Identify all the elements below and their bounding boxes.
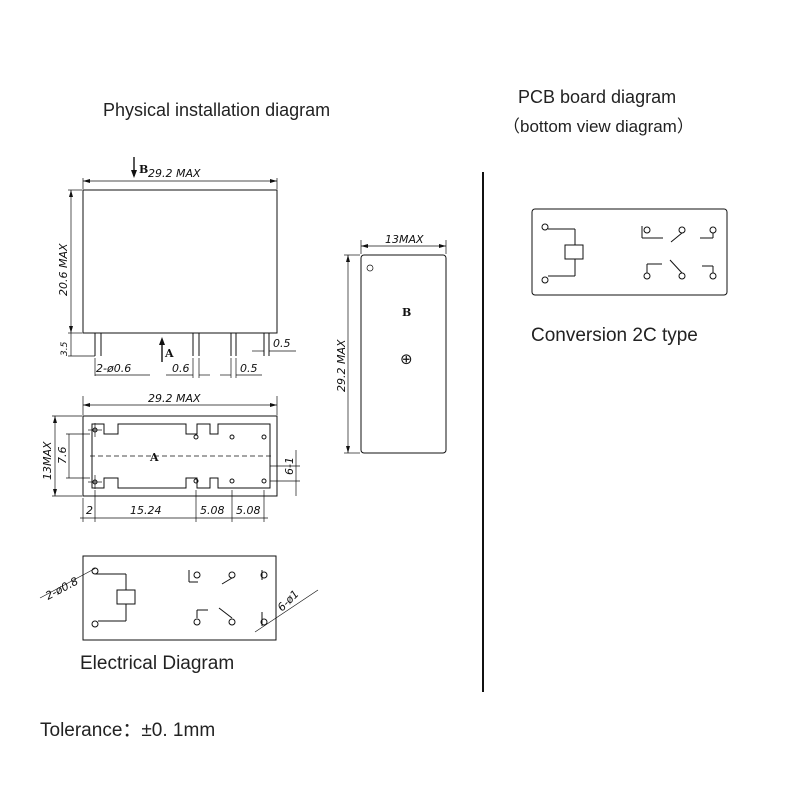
side-width-dim: 13MAX <box>385 233 424 246</box>
side-length-dim: 29.2 MAX <box>335 339 348 392</box>
relay-body-side <box>360 254 447 454</box>
bottom-height-dim: 13MAX <box>41 441 54 480</box>
electrical-frame <box>82 555 277 641</box>
pin-spec-dim: 2-ø0.6 <box>96 362 131 375</box>
conversion-type-label: Conversion 2C type <box>531 325 698 346</box>
physical-installation-heading: Physical installation diagram <box>103 100 331 120</box>
bottom-right-dim: 6-1 <box>283 457 296 475</box>
tolerance-note: Tolerance：±0. 1mm <box>40 720 216 741</box>
pcb-board-heading: PCB board diagram <box>518 87 677 107</box>
front-view: 29.2 MAX B 20.6 MAX 3.5 A 2-ø0.6 <box>57 157 296 378</box>
electrical-schematic: 2-ø0.8 6-ø1 <box>39 555 319 641</box>
bottom-width-dim: 29.2 MAX <box>148 392 201 405</box>
side-symbol: ⊕ <box>400 350 413 368</box>
coil-hole-dim: 2-ø0.8 <box>43 575 80 603</box>
side-b-marker: B <box>402 306 411 319</box>
span1-dim: 15.24 <box>130 504 162 517</box>
height-dim: 20.6 MAX <box>57 243 70 296</box>
pin-length-dim: 3.5 <box>60 341 70 356</box>
pcb-frame <box>531 208 728 296</box>
view-b-marker: B <box>139 163 148 176</box>
pin-a-dim: 0.6 <box>172 362 190 375</box>
span2-dim: 5.08 <box>200 504 225 517</box>
relay-body-bottom <box>82 415 278 497</box>
bottom-inner-dim: 7.6 <box>56 447 69 465</box>
span3-dim: 5.08 <box>236 504 261 517</box>
pcb-schematic <box>531 208 728 296</box>
relay-body-front <box>82 189 278 334</box>
bottom-a-marker: A <box>149 451 159 464</box>
pin-b-dim: 0.5 <box>240 362 258 375</box>
bottom-view: 29.2 MAX A 13MAX 7.6 6-1 <box>41 392 300 522</box>
offset-dim: 2 <box>86 504 93 517</box>
view-a-marker: A <box>164 347 174 360</box>
top-width-dim: 29.2 MAX <box>148 167 201 180</box>
pin-c-dim: 0.5 <box>273 337 291 350</box>
electrical-diagram-label: Electrical Diagram <box>80 653 235 674</box>
bottom-view-subheading: （bottom view diagram） <box>503 117 694 136</box>
side-view: 13MAX 29.2 MAX B ⊕ <box>335 233 447 454</box>
